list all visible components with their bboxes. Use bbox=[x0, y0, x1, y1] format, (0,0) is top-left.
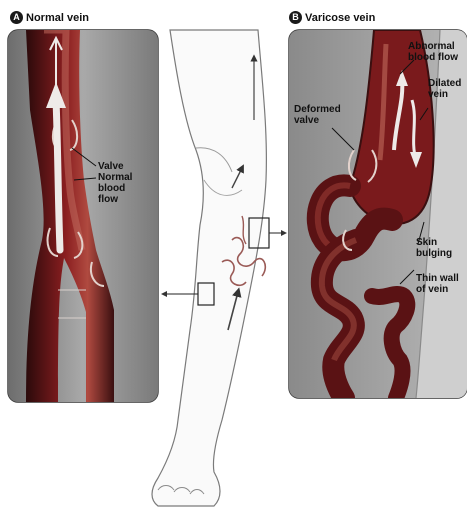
label-normal-blood-flow: Normal blood flow bbox=[98, 172, 132, 205]
label-abnormal-blood-flow: Abnormal blood flow bbox=[408, 41, 458, 63]
panel-a-normal-vein bbox=[8, 30, 158, 402]
label-valve: Valve bbox=[98, 161, 124, 172]
leg-illustration bbox=[152, 30, 284, 506]
label-deformed-valve: Deformed valve bbox=[294, 104, 341, 126]
label-skin-bulging: Skin bulging bbox=[416, 237, 452, 259]
panel-b-title: Varicose vein bbox=[305, 12, 375, 24]
panel-a-header: A Normal vein bbox=[10, 11, 89, 24]
panel-b-badge: B bbox=[289, 11, 302, 24]
panel-a-title: Normal vein bbox=[26, 12, 89, 24]
panel-b-header: B Varicose vein bbox=[289, 11, 375, 24]
panel-a-badge: A bbox=[10, 11, 23, 24]
label-dilated-vein: Dilated vein bbox=[428, 78, 461, 100]
label-thin-wall-of-vein: Thin wall of vein bbox=[416, 273, 459, 295]
